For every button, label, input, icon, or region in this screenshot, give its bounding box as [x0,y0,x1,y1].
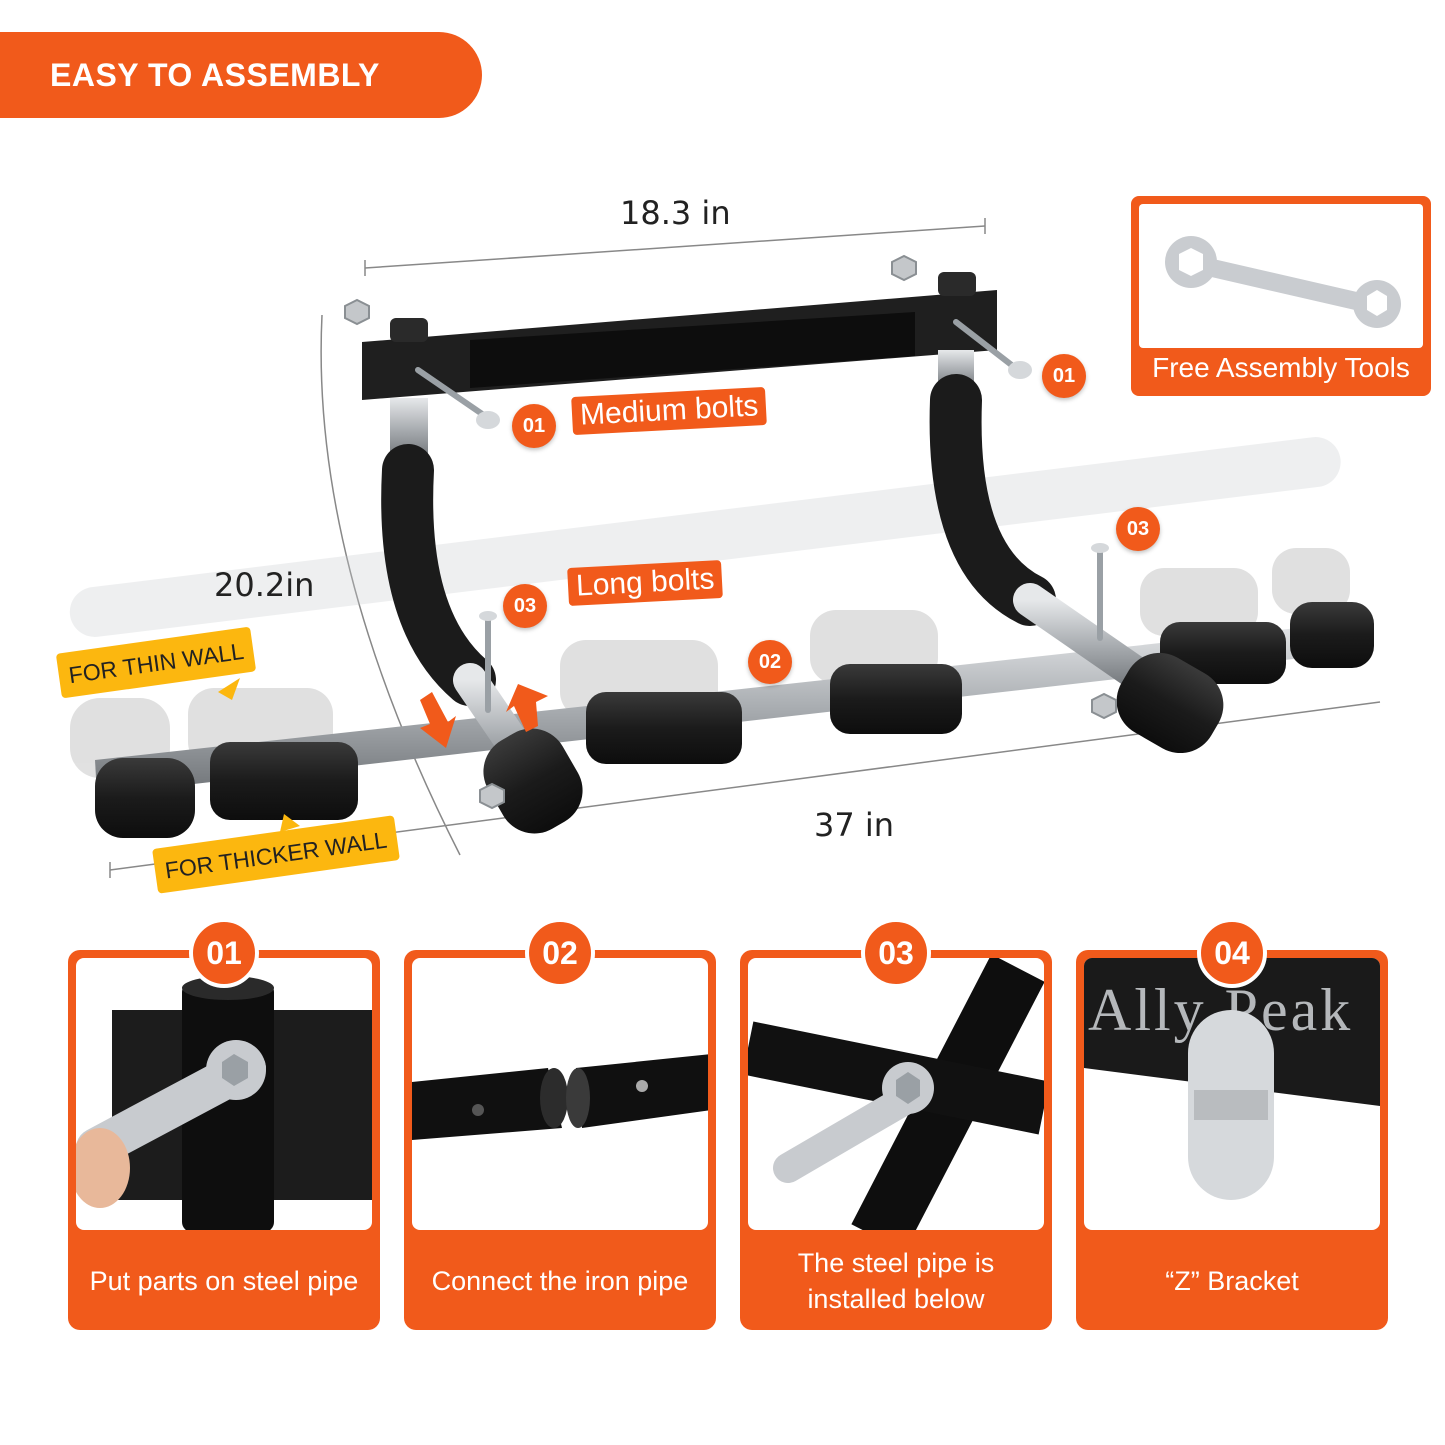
wrench-icon [1165,236,1401,328]
badge-03-right: 03 [1116,507,1160,551]
step-1-photo [76,958,372,1230]
step-4-illustration: Ally Peak [1084,958,1380,1200]
length-dimension: 37 in [814,806,895,844]
bolt-heads [476,361,1109,621]
badge-03-left: 03 [503,584,547,628]
header-banner: EASY TO ASSEMBLY [0,32,482,118]
step-3-number: 03 [861,918,931,988]
step-1-caption: Put parts on steel pipe [89,1265,359,1296]
step-3-illustration [748,958,1044,1230]
step-4-caption: “Z” Bracket [1165,1265,1299,1296]
nuts [344,254,1117,810]
step-1-illustration [76,976,372,1230]
pull-up-bar-diagram [69,218,1381,878]
width-dimension: 18.3 in [620,194,731,232]
step-2-photo [412,958,708,1230]
step-2-number: 02 [525,918,595,988]
top-bracket [362,272,997,400]
step-card-3: 03 The steel pipe is installed below [740,918,1052,1330]
end-caps [483,652,1224,834]
height-dimension: 20.2in [214,566,315,604]
free-tools-label: Free Assembly Tools [1152,352,1410,383]
step-3-photo [748,958,1044,1230]
badge-01-right: 01 [1042,354,1086,398]
bolts [415,319,1103,713]
step-1-number: 01 [189,918,259,988]
long-bolts-label: Long bolts [567,559,724,607]
wrench-image [1139,204,1423,348]
step-card-1: 01 Put parts on steel pipe [68,918,380,1330]
badge-01-left: 01 [512,404,556,448]
direction-arrows [420,684,548,748]
thin-wall-pointer [218,678,240,700]
main-bar-grips [95,602,1374,838]
free-tools-box: Free Assembly Tools [1131,196,1431,396]
step-3-caption: The steel pipe is installed below [797,1247,995,1314]
banner-title: EASY TO ASSEMBLY [50,56,380,93]
step-card-2: 02 Connect the iron pipe [404,918,716,1330]
badge-02: 02 [748,640,792,684]
step-card-4: Ally Peak 04 “Z” Bracket [1076,918,1388,1330]
step-2-illustration [412,1054,708,1140]
thick-wall-pointer [280,814,300,832]
step-4-number: 04 [1197,918,1267,988]
step-4-photo: Ally Peak [1084,958,1380,1230]
step-2-caption: Connect the iron pipe [431,1265,689,1296]
